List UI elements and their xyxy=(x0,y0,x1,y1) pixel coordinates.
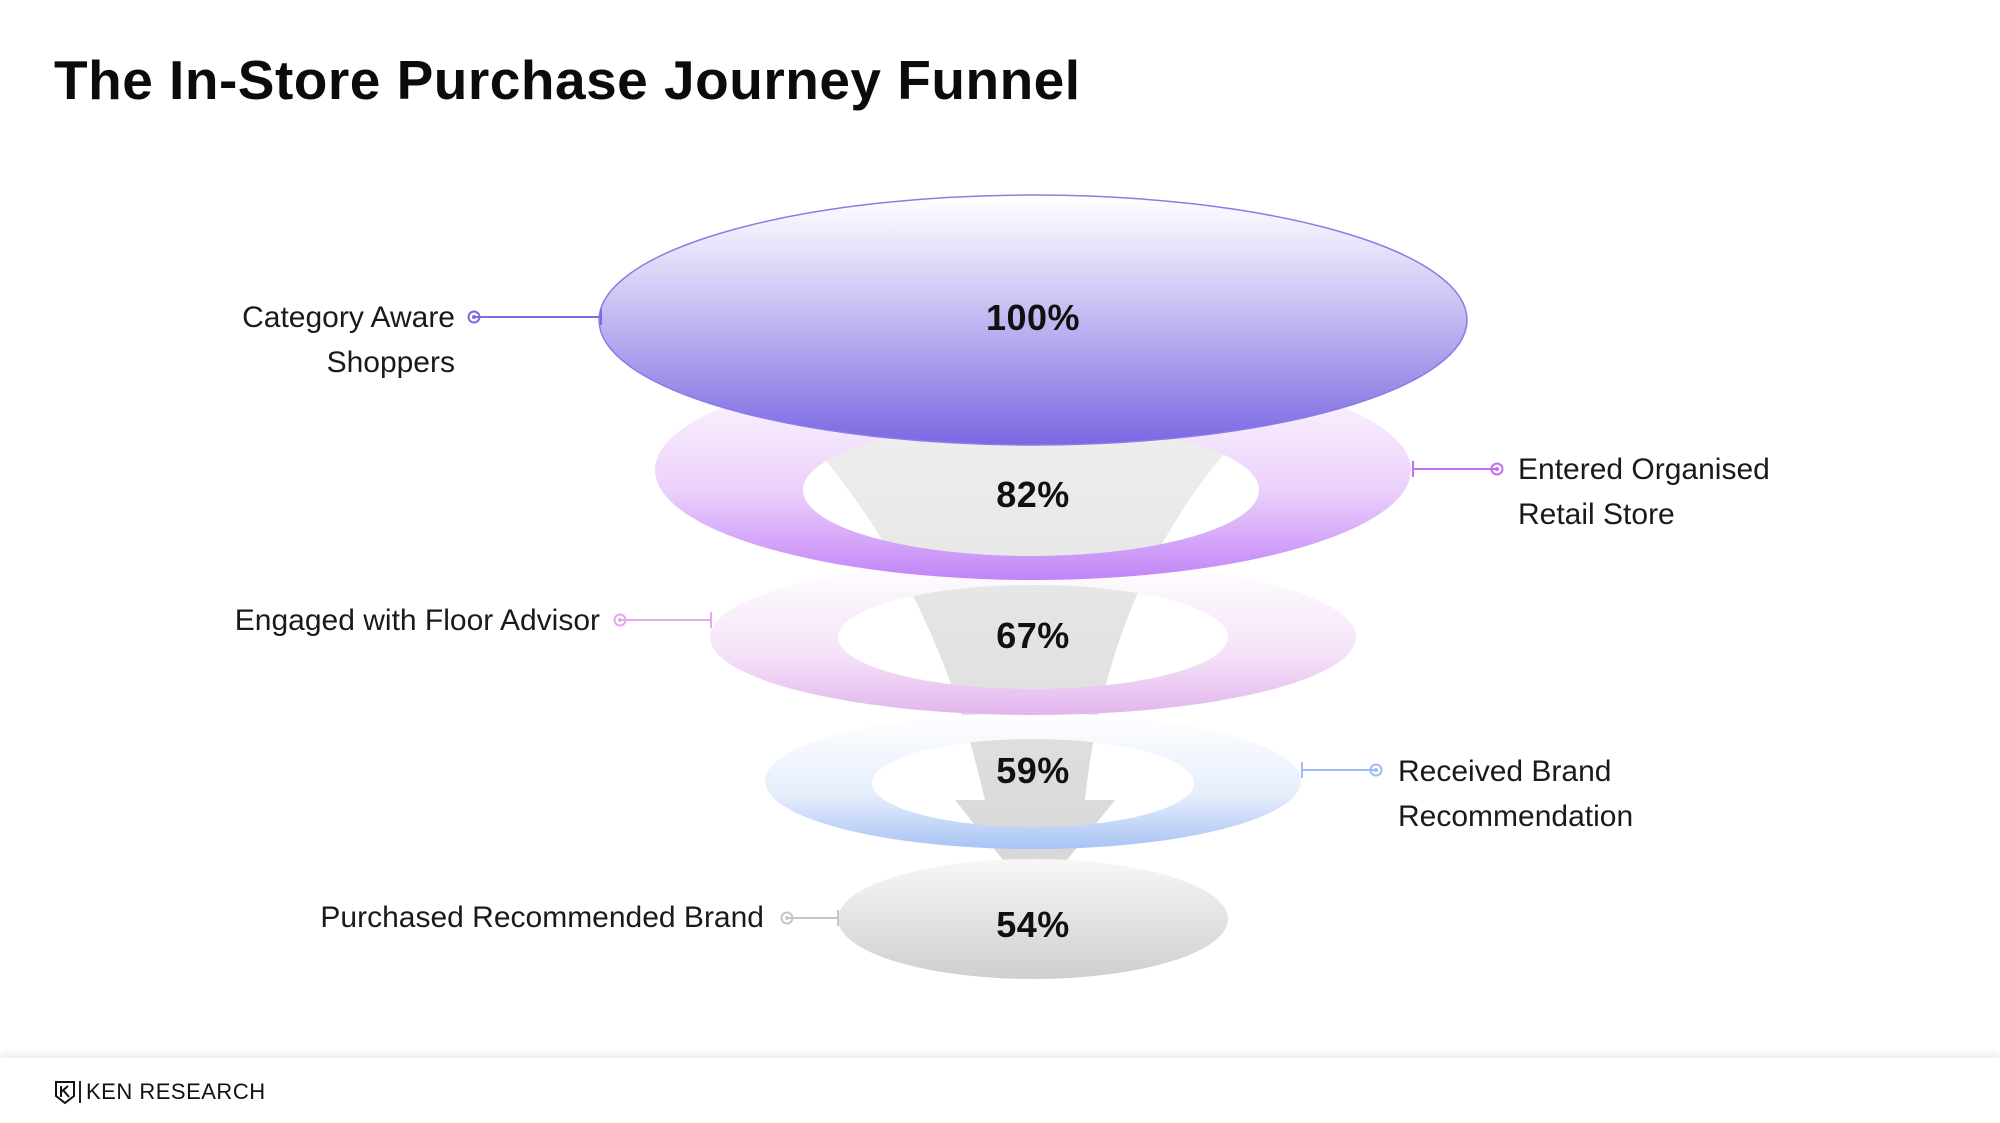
stage-3-label-line-1: Engaged with Floor Advisor xyxy=(234,604,600,637)
stage-1-value: 100% xyxy=(985,297,1081,338)
stage-2-value: 82% xyxy=(996,474,1070,515)
funnel-stage-4 xyxy=(765,712,1301,850)
funnel-arrow xyxy=(780,410,1265,900)
brand-logo: KEN RESEARCH xyxy=(54,1077,266,1107)
stage-5-value: 54% xyxy=(996,904,1070,945)
connector-stage-4 xyxy=(1301,762,1383,778)
stage-3-value: 67% xyxy=(996,615,1070,656)
connector-stage-5 xyxy=(780,910,839,926)
funnel-stage-3 xyxy=(710,559,1356,715)
stage-4-label-line-1: Received Brand xyxy=(1398,755,1612,788)
stage-2-label-line-2: Retail Store xyxy=(1518,498,1675,531)
stage-2-label: Entered Organised Retail Store xyxy=(1518,447,1770,537)
connector-stage-1 xyxy=(467,309,602,325)
connector-stage-2 xyxy=(1412,461,1504,477)
brand-name: KEN RESEARCH xyxy=(86,1079,266,1104)
ken-logo-icon xyxy=(55,1081,75,1105)
stage-1-label-line-1: Category Aware xyxy=(242,301,455,334)
stage-4-label-line-2: Recommendation xyxy=(1398,800,1634,833)
stage-2-label-line-1: Entered Organised xyxy=(1518,453,1770,486)
stage-1-label: Category Aware Shoppers xyxy=(242,295,455,385)
stage-5-label: Purchased Recommended Brand xyxy=(320,895,764,940)
funnel-chart xyxy=(467,194,1504,979)
stage-5-label-line-1: Purchased Recommended Brand xyxy=(320,901,764,934)
stage-3-label: Engaged with Floor Advisor xyxy=(235,598,600,643)
footer-bar xyxy=(0,1058,2000,1123)
stage-4-value: 59% xyxy=(996,750,1070,791)
stage-4-label: Received Brand Recommendation xyxy=(1398,749,1633,839)
stage-1-label-line-2: Shoppers xyxy=(326,346,455,379)
brand-separator xyxy=(79,1081,81,1103)
funnel-stage-1 xyxy=(598,194,1468,446)
funnel-stage-5 xyxy=(838,859,1228,979)
page-title: The In-Store Purchase Journey Funnel xyxy=(54,49,1081,111)
connector-stage-3 xyxy=(613,612,712,628)
